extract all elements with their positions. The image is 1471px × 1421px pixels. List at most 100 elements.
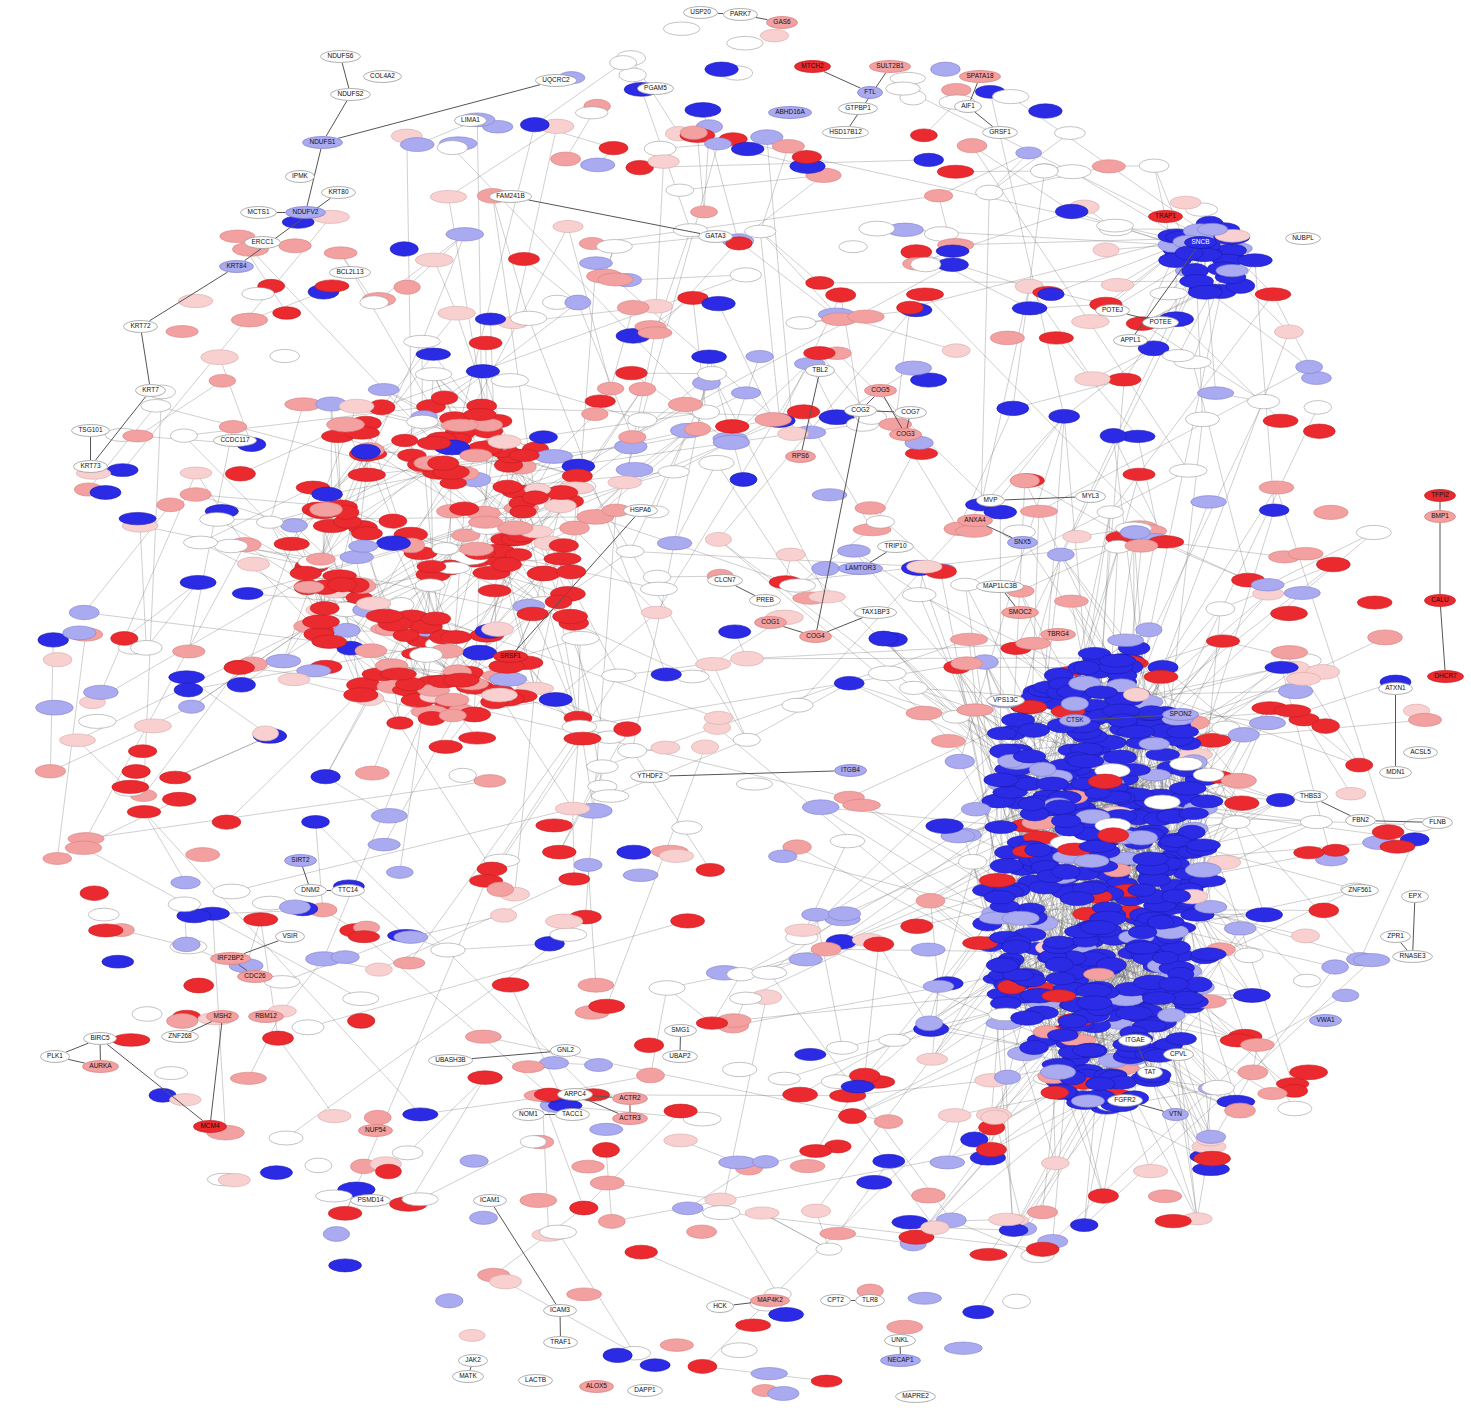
unlabeled-protein-node: [643, 570, 671, 584]
unlabeled-protein-node: [470, 1211, 498, 1224]
unlabeled-protein-node: [1092, 160, 1125, 173]
protein-label: SULT2B1: [876, 63, 904, 70]
unlabeled-protein-node: [800, 1145, 832, 1158]
unlabeled-protein-node: [1166, 725, 1198, 738]
unlabeled-protein-node: [141, 400, 171, 413]
unlabeled-protein-node: [440, 631, 471, 644]
protein-node: TRAP1: [1148, 210, 1183, 223]
unlabeled-protein-node: [441, 419, 478, 431]
unlabeled-protein-node: [1123, 688, 1149, 702]
unlabeled-protein-node: [812, 561, 840, 575]
unlabeled-protein-node: [390, 242, 418, 256]
unlabeled-protein-node: [464, 408, 497, 420]
protein-label: MCM4: [200, 1123, 219, 1130]
unlabeled-protein-node: [640, 1359, 670, 1372]
interaction-edge: [870, 552, 887, 562]
unlabeled-protein-node: [463, 645, 497, 660]
node-outline: [1002, 607, 1039, 619]
unlabeled-protein-node: [992, 90, 1029, 104]
unlabeled-protein-node: [989, 1213, 1025, 1226]
protein-node: TACC1: [555, 1108, 590, 1121]
unlabeled-protein-node: [544, 499, 576, 513]
node-outline: [322, 187, 356, 199]
unlabeled-protein-node: [1010, 474, 1039, 488]
protein-label: MVP: [983, 497, 997, 504]
protein-label: TSG101: [78, 427, 102, 434]
protein-node: VTN: [1162, 1108, 1189, 1121]
unlabeled-protein-node: [702, 296, 736, 310]
unlabeled-protein-node: [242, 287, 275, 300]
unlabeled-protein-node: [564, 732, 601, 745]
protein-node: KRT73: [73, 460, 108, 473]
unlabeled-protein-node: [866, 516, 894, 529]
protein-node: TAX1BP3: [854, 606, 897, 619]
node-outline: [211, 953, 251, 965]
protein-label: NDUFV2: [292, 209, 318, 216]
unlabeled-protein-node: [69, 605, 99, 619]
node-outline: [83, 1061, 119, 1073]
unlabeled-protein-node: [438, 306, 476, 320]
unlabeled-protein-node: [311, 770, 340, 784]
unlabeled-protein-node: [598, 1214, 625, 1228]
unlabeled-protein-node: [1107, 373, 1141, 386]
unlabeled-protein-node: [403, 1108, 438, 1121]
protein-node: COG5: [864, 384, 897, 397]
node-outline: [699, 231, 733, 243]
node-outline: [1425, 490, 1456, 502]
unlabeled-protein-node: [666, 184, 694, 196]
protein-node: ARPC4: [557, 1088, 593, 1101]
unlabeled-protein-node: [984, 891, 1015, 904]
unlabeled-protein-node: [691, 206, 718, 218]
unlabeled-protein-node: [1147, 915, 1184, 928]
unlabeled-protein-node: [1196, 1130, 1225, 1143]
unlabeled-protein-node: [132, 1007, 162, 1022]
interaction-edge: [68, 1059, 84, 1063]
node-outline: [220, 261, 254, 273]
node-outline: [162, 1031, 199, 1043]
unlabeled-protein-node: [377, 536, 411, 551]
protein-node: SIRT2: [284, 854, 317, 867]
unlabeled-protein-node: [328, 1206, 362, 1220]
unlabeled-protein-node: [1188, 285, 1222, 299]
unlabeled-protein-node: [839, 1109, 867, 1124]
protein-node: KRT72: [123, 320, 158, 333]
protein-node: APPL1: [1113, 334, 1148, 347]
unlabeled-protein-node: [443, 673, 479, 687]
unlabeled-protein-node: [1357, 596, 1392, 609]
unlabeled-protein-node: [1061, 697, 1088, 711]
unlabeled-protein-node: [1238, 254, 1273, 267]
unlabeled-protein-node: [431, 391, 458, 405]
protein-node: HSPA6: [623, 504, 658, 517]
unlabeled-protein-node: [745, 225, 776, 238]
unlabeled-protein-node: [1148, 1190, 1182, 1203]
unlabeled-protein-node: [745, 1207, 779, 1219]
unlabeled-protein-node: [864, 937, 894, 952]
unlabeled-protein-node: [200, 513, 235, 527]
protein-label: ZPR1: [1387, 933, 1404, 940]
unlabeled-protein-node: [549, 539, 578, 553]
unlabeled-protein-node: [769, 1308, 804, 1322]
unlabeled-protein-node: [685, 103, 721, 118]
protein-label: DNM2: [301, 887, 319, 894]
protein-node: COG2: [844, 404, 877, 417]
unlabeled-protein-node: [651, 668, 681, 681]
protein-node: GNL2: [550, 1044, 581, 1057]
unlabeled-protein-node: [1045, 957, 1073, 972]
unlabeled-protein-node: [334, 623, 361, 637]
unlabeled-protein-node: [155, 1067, 188, 1080]
protein-node: BIRC5: [83, 1032, 117, 1045]
unlabeled-protein-node: [873, 1154, 905, 1168]
unlabeled-protein-node: [1142, 992, 1175, 1005]
protein-label: MSH2: [213, 1013, 231, 1020]
unlabeled-protein-node: [344, 688, 378, 702]
protein-label: ANXA4: [964, 517, 985, 524]
unlabeled-protein-node: [1074, 661, 1100, 675]
unlabeled-protein-node: [219, 421, 247, 434]
interaction-edge: [239, 965, 248, 971]
unlabeled-protein-node: [329, 1259, 362, 1272]
unlabeled-protein-node: [746, 350, 774, 362]
protein-label: VTN: [1169, 1111, 1182, 1118]
interaction-edge: [900, 1347, 901, 1354]
protein-node: ZPR1: [1380, 930, 1411, 943]
protein-label: RBM12: [255, 1013, 277, 1020]
